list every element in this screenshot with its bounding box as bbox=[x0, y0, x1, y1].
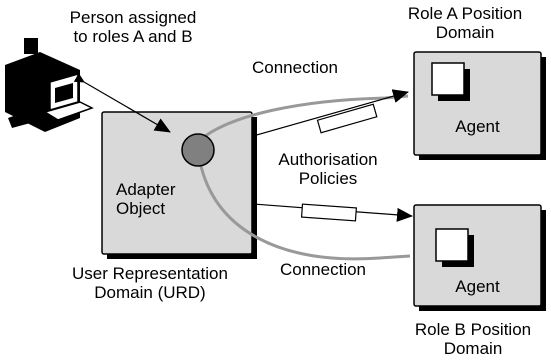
agent-b-label: Agent bbox=[455, 277, 500, 296]
connection-curve-bottom bbox=[198, 161, 411, 261]
authorisation-policies-label: Authorisation Policies bbox=[258, 150, 398, 188]
role-b-title: Role B Position Domain bbox=[395, 320, 551, 358]
connection-label-bottom: Connection bbox=[280, 260, 367, 279]
connection-curve-top bbox=[199, 94, 409, 142]
agent-a-icon bbox=[431, 62, 470, 101]
person-label-line-2: to roles A and B bbox=[73, 27, 193, 46]
connection-label-top: Connection bbox=[252, 58, 339, 77]
person-label-line-1: Person assigned bbox=[69, 8, 197, 27]
role-a-title: Role A Position Domain bbox=[380, 4, 550, 42]
role-a-title-line-2: Domain bbox=[435, 23, 495, 42]
adapter-object-circle bbox=[181, 133, 215, 167]
authorisation-line-2: Policies bbox=[298, 169, 358, 188]
authorisation-line-1: Authorisation bbox=[278, 150, 378, 169]
agent-b-icon bbox=[435, 228, 474, 267]
adapter-line-2: Object bbox=[116, 199, 166, 218]
role-b-title-line-1: Role B Position bbox=[414, 320, 532, 339]
person-label: Person assigned to roles A and B bbox=[48, 8, 218, 46]
arrow-to-role-a bbox=[252, 89, 409, 137]
person-workstation-icon bbox=[5, 38, 94, 132]
adapter-object-label: Adapter Object bbox=[116, 180, 176, 218]
urd-label: User Representation Domain (URD) bbox=[40, 264, 260, 302]
policy-rect-b bbox=[300, 203, 357, 222]
role-b-title-line-2: Domain bbox=[443, 339, 503, 358]
role-a-title-line-1: Role A Position bbox=[407, 4, 523, 23]
adapter-line-1: Adapter bbox=[116, 180, 176, 199]
urd-label-line-1: User Representation bbox=[72, 264, 228, 283]
urd-label-line-2: Domain (URD) bbox=[94, 283, 206, 302]
policy-rect-a bbox=[316, 103, 378, 134]
arrow-person-to-adapter bbox=[73, 73, 171, 133]
agent-a-label: Agent bbox=[455, 117, 500, 136]
